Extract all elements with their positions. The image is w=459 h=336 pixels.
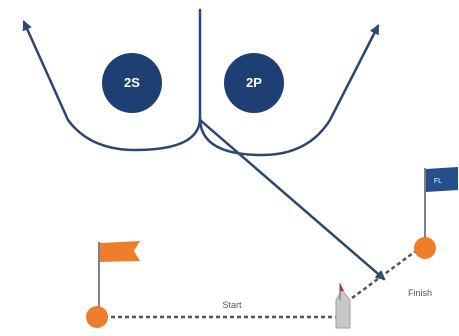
start-line-group: Start: [97, 300, 336, 319]
mark-2p-label: 2P: [246, 75, 262, 90]
start-buoy: [86, 306, 108, 328]
start-flag-icon: [100, 241, 140, 262]
run-to-finish-arrow: [198, 118, 386, 281]
finish-line-group: Finish: [351, 246, 432, 300]
finish-flag-icon: [426, 167, 458, 192]
start-label: Start: [222, 300, 242, 310]
left-rounding-path: [22, 20, 202, 152]
finish-buoy: [414, 237, 436, 259]
finish-line: [351, 246, 421, 300]
mark-2s: 2S: [102, 53, 162, 113]
mark-2p-circle: [224, 53, 284, 113]
start-flag: [86, 241, 140, 328]
boat-sail-icon: [340, 283, 344, 291]
course-paths: [22, 8, 386, 281]
mark-2s-circle: [102, 53, 162, 113]
boat-hull: [335, 289, 351, 329]
finish-label: Finish: [408, 288, 432, 298]
mark-2p: 2P: [224, 53, 284, 113]
mark-2s-label: 2S: [124, 75, 140, 90]
right-rounding-path: [198, 24, 380, 157]
finish-flag: FL: [414, 167, 458, 259]
committee-boat: [335, 283, 351, 329]
finish-flag-label: FL: [434, 178, 442, 185]
